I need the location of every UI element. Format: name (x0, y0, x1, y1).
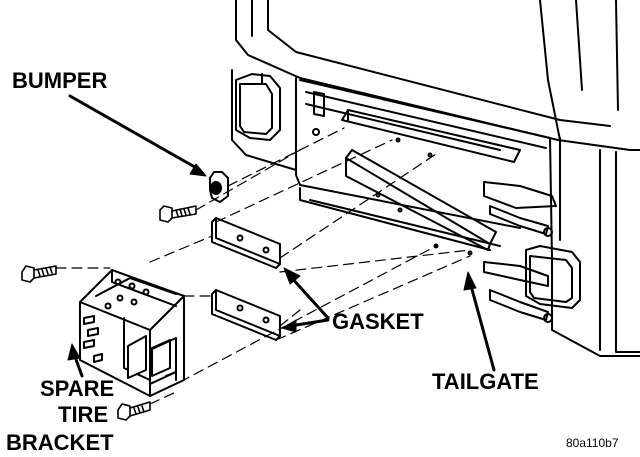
tailgate-label: TAILGATE (432, 369, 539, 394)
arrow-spare-bracket (67, 343, 84, 378)
leader-arrows (67, 94, 496, 378)
bracket-label: BRACKET (6, 430, 114, 455)
arrow-gasket-lower (281, 318, 330, 333)
tire-label: TIRE (58, 402, 109, 427)
arrow-bumper (68, 94, 207, 177)
spare-label: SPARE (40, 376, 115, 401)
vehicle-body (231, 0, 640, 357)
bolt-left (21, 265, 57, 283)
arrow-gasket-upper (283, 267, 330, 320)
figure-code-label: 80a110b7 (566, 436, 619, 450)
bolts (21, 205, 197, 421)
gasket-label: GASKET (332, 309, 424, 334)
alignment-lines (55, 127, 471, 405)
spare-tire-bracket (79, 269, 185, 397)
gasket-lower (211, 289, 281, 341)
bolt-bottom (117, 401, 151, 421)
arrow-tailgate (463, 271, 496, 372)
bumper-label: BUMPER (12, 68, 108, 93)
gasket-upper (211, 217, 281, 269)
bumper-part (209, 171, 229, 203)
bolt-upper (159, 205, 197, 223)
